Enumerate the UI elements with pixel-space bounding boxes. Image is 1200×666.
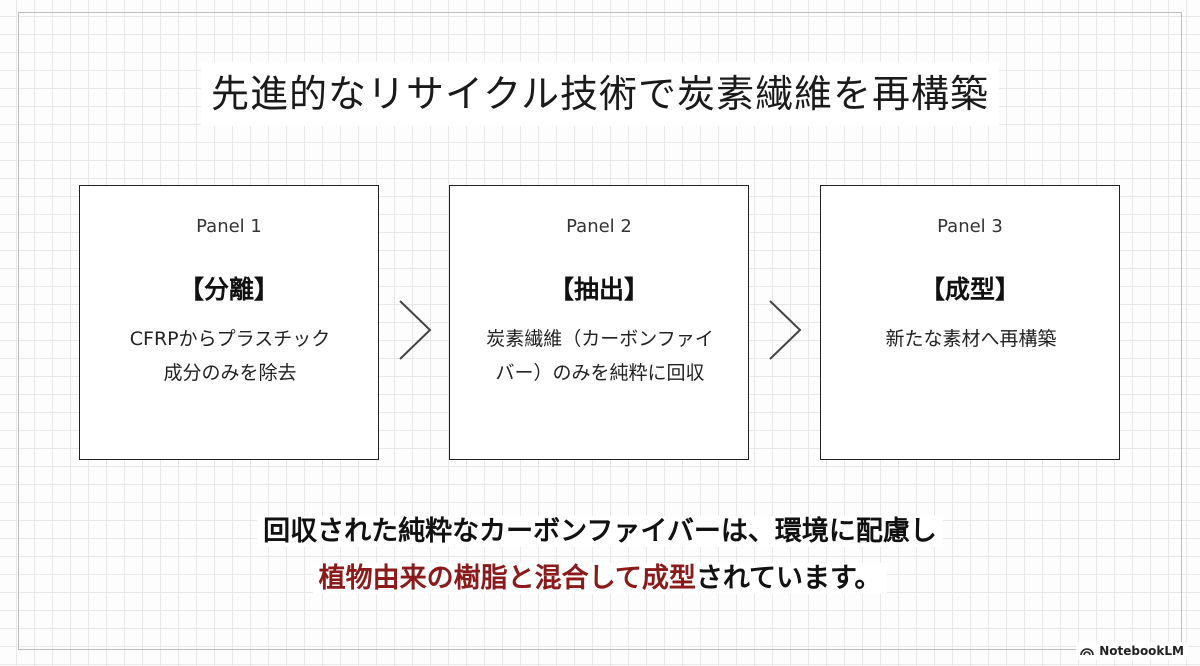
summary-text-wrapper: 植物由来の樹脂と混合して成型されています。: [312, 563, 888, 594]
panel-description-line: 成分のみを除去: [163, 362, 297, 384]
slide-title: 先進的なリサイクル技術で炭素繊維を再構築: [200, 62, 1000, 126]
panel-description-line: 炭素繊維（カーボンファイ: [486, 328, 714, 350]
notebooklm-logo-icon: [1080, 648, 1094, 656]
summary-line-2: 植物由来の樹脂と混合して成型されています。: [0, 556, 1200, 602]
panel-label: Panel 2: [566, 216, 632, 237]
summary-line-1: 回収された純粋なカーボンファイバーは、環境に配慮し: [0, 509, 1200, 555]
panel-heading: 【抽出】: [548, 275, 649, 304]
chevron-right-icon: [769, 300, 802, 360]
notebooklm-badge: NotebookLM: [1076, 642, 1188, 660]
panel-label: Panel 3: [937, 216, 1003, 237]
summary-text: 回収された純粋なカーボンファイバーは、環境に配慮し: [257, 516, 943, 547]
title-wrapper: 先進的なリサイクル技術で炭素繊維を再構築: [0, 62, 1200, 126]
panel-description-line: バー）のみを純粋に回収: [495, 362, 705, 384]
summary-text: されています。: [695, 563, 882, 594]
panel-description: 炭素繊維（カーボンファイ バー）のみを純粋に回収: [468, 322, 732, 390]
panel-separation: Panel 1 【分離】 CFRPからプラスチック 成分のみを除去: [79, 185, 379, 460]
panel-label: Panel 1: [196, 216, 262, 237]
chevron-right-icon: [399, 300, 432, 360]
panel-heading: 【成型】: [919, 275, 1020, 304]
panel-description-line: 新たな素材へ再構築: [885, 328, 1057, 350]
panel-molding: Panel 3 【成型】 新たな素材へ再構築: [820, 185, 1120, 460]
panel-description: 新たな素材へ再構築: [839, 322, 1103, 356]
panel-heading: 【分離】: [178, 275, 279, 304]
summary-highlight: 植物由来の樹脂と混合して成型: [318, 563, 696, 594]
panel-description-line: CFRPからプラスチック: [129, 328, 331, 350]
panel-description: CFRPからプラスチック 成分のみを除去: [98, 322, 362, 390]
panel-extraction: Panel 2 【抽出】 炭素繊維（カーボンファイ バー）のみを純粋に回収: [449, 185, 749, 460]
badge-label: NotebookLM: [1099, 644, 1184, 658]
